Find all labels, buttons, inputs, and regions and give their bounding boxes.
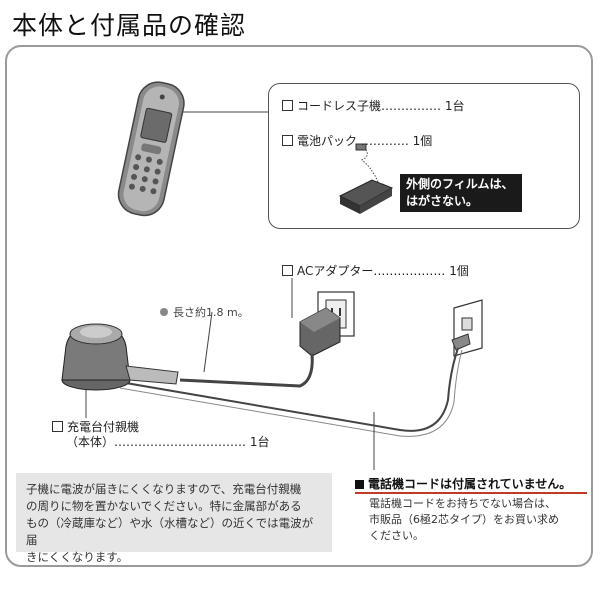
bullet-dot-icon [160, 308, 168, 316]
cord-note-body: 電話機コードをお持ちでない場合は、 市販品（6極2芯タイプ）をお買い求め くださ… [369, 496, 589, 544]
handset-checkbox-icon [282, 100, 293, 111]
contents-frame [5, 45, 593, 567]
cord-note-line3: ください。 [369, 529, 424, 542]
charger-base-illustration [61, 323, 179, 391]
phone-jack-illustration [451, 299, 483, 357]
base-item-label: 充電台付親機 [67, 420, 140, 434]
handset-item: コードレス子機…………… 1台 [282, 97, 464, 114]
ac-adapter-illustration [299, 307, 341, 357]
battery-pack-illustration [338, 143, 394, 214]
base-item: 充電台付親機 [52, 418, 139, 435]
cord-length-note: 長さ約1.8 m。 [160, 304, 249, 320]
film-warning-line2: はがさない。 [406, 194, 479, 208]
page-title: 本体と付属品の確認 [12, 11, 247, 40]
battery-item-label: 電池パック ………… 1個 [297, 134, 433, 148]
caution-line1: 子機に電波が届きにくくなりますので、充電台付親機 [26, 482, 302, 496]
handset-item-label: コードレス子機…………… 1台 [297, 99, 465, 113]
cord-not-included-heading: 電話機コードは付属されていません。 [355, 475, 571, 492]
heading-underline [355, 492, 587, 494]
handset-illustration [117, 81, 185, 217]
caution-line2: の周りに物を置かないでください。特に金属部がある [26, 499, 302, 513]
black-square-icon [355, 480, 364, 489]
adapter-cable [179, 353, 314, 388]
battery-item: 電池パック ………… 1個 [282, 132, 432, 149]
base-item-line2: （本体）…………………………… 1台 [66, 435, 270, 449]
caution-note: 子機に電波が届きにくくなりますので、充電台付親機 の周りに物を置かないでください… [16, 473, 332, 564]
caution-line4: きにくくなります。 [26, 550, 129, 564]
caution-line3: もの（冷蔵庫など）や水（水槽など）の近くでは電波が届 [26, 516, 314, 547]
length-leader-line [203, 311, 213, 373]
adapter-checkbox-icon [282, 265, 293, 276]
film-warning-line1: 外側のフィルムは、 [406, 177, 514, 191]
battery-checkbox-icon [282, 135, 293, 146]
cord-heading-text: 電話機コードは付属されていません。 [368, 477, 572, 491]
phone-cord [119, 347, 459, 432]
cord-length-text: 長さ約1.8 m。 [173, 306, 249, 319]
base-checkbox-icon [52, 421, 63, 432]
adapter-item-label: ACアダプター……………… 1個 [297, 264, 469, 278]
film-warning: 外側のフィルムは、 はがさない。 [400, 174, 522, 212]
adapter-item: ACアダプター……………… 1個 [282, 262, 469, 279]
cord-note-line1: 電話機コードをお持ちでない場合は、 [369, 497, 556, 510]
cord-note-line2: 市販品（6極2芯タイプ）をお買い求め [369, 513, 559, 526]
